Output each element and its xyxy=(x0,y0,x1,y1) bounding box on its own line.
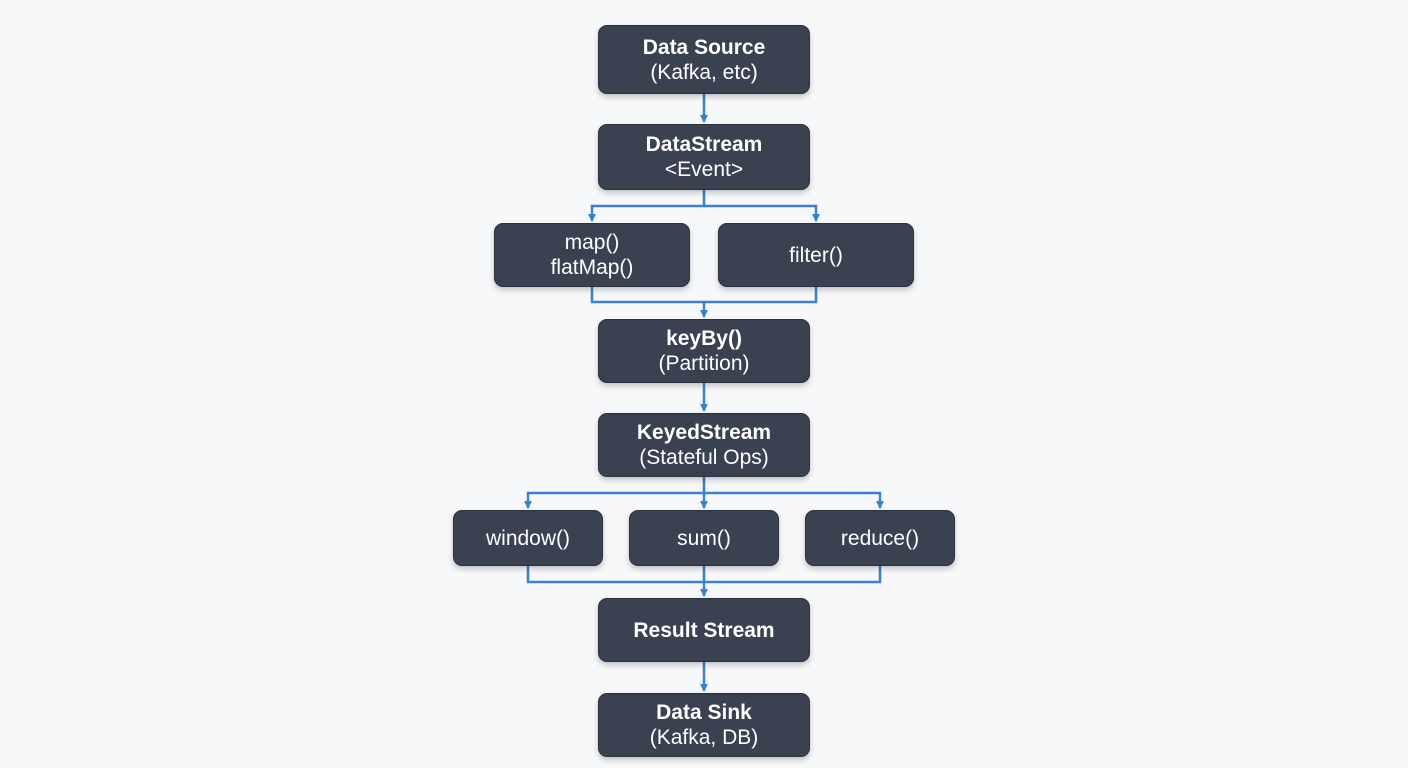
node-keyby: keyBy() (Partition) xyxy=(598,319,810,383)
node-map-line2: flatMap() xyxy=(550,256,634,279)
node-filter-label: filter() xyxy=(789,243,843,267)
node-data-source: Data Source (Kafka, etc) xyxy=(598,25,810,94)
arrow-keyedstream-to-reduce xyxy=(704,491,884,509)
node-map-line1: map() xyxy=(564,231,620,254)
node-datastream-subtitle: <Event> xyxy=(664,158,744,181)
node-sum-label: sum() xyxy=(677,526,731,550)
node-reduce: reduce() xyxy=(805,510,955,566)
node-result-stream: Result Stream xyxy=(598,598,810,662)
node-reduce-label: reduce() xyxy=(840,526,920,550)
node-result-stream-title: Result Stream xyxy=(633,618,775,642)
node-sum: sum() xyxy=(629,510,779,566)
node-keyedstream: KeyedStream (Stateful Ops) xyxy=(598,413,810,477)
node-data-sink: Data Sink (Kafka, DB) xyxy=(598,693,810,757)
node-keyby-subtitle: (Partition) xyxy=(658,352,750,375)
arrow-map-merge xyxy=(590,287,818,304)
node-data-sink-subtitle: (Kafka, DB) xyxy=(649,726,759,749)
node-map: map() flatMap() xyxy=(494,223,690,287)
node-keyedstream-subtitle: (Stateful Ops) xyxy=(639,446,769,469)
arrow-ops-merge xyxy=(526,566,882,584)
node-datastream-title: DataStream xyxy=(645,133,763,156)
node-filter: filter() xyxy=(718,223,914,287)
arrow-datastream-to-map xyxy=(588,190,706,222)
arrow-datastream-to-filter xyxy=(704,204,820,222)
arrow-keyedstream-to-window xyxy=(524,477,706,509)
node-window: window() xyxy=(453,510,603,566)
node-keyby-title: keyBy() xyxy=(666,327,742,350)
node-datastream: DataStream <Event> xyxy=(598,124,810,190)
node-data-source-subtitle: (Kafka, etc) xyxy=(650,60,758,84)
node-keyedstream-title: KeyedStream xyxy=(636,421,772,444)
node-data-sink-title: Data Sink xyxy=(656,701,752,724)
node-window-label: window() xyxy=(485,526,571,550)
node-data-source-title: Data Source xyxy=(642,35,766,59)
